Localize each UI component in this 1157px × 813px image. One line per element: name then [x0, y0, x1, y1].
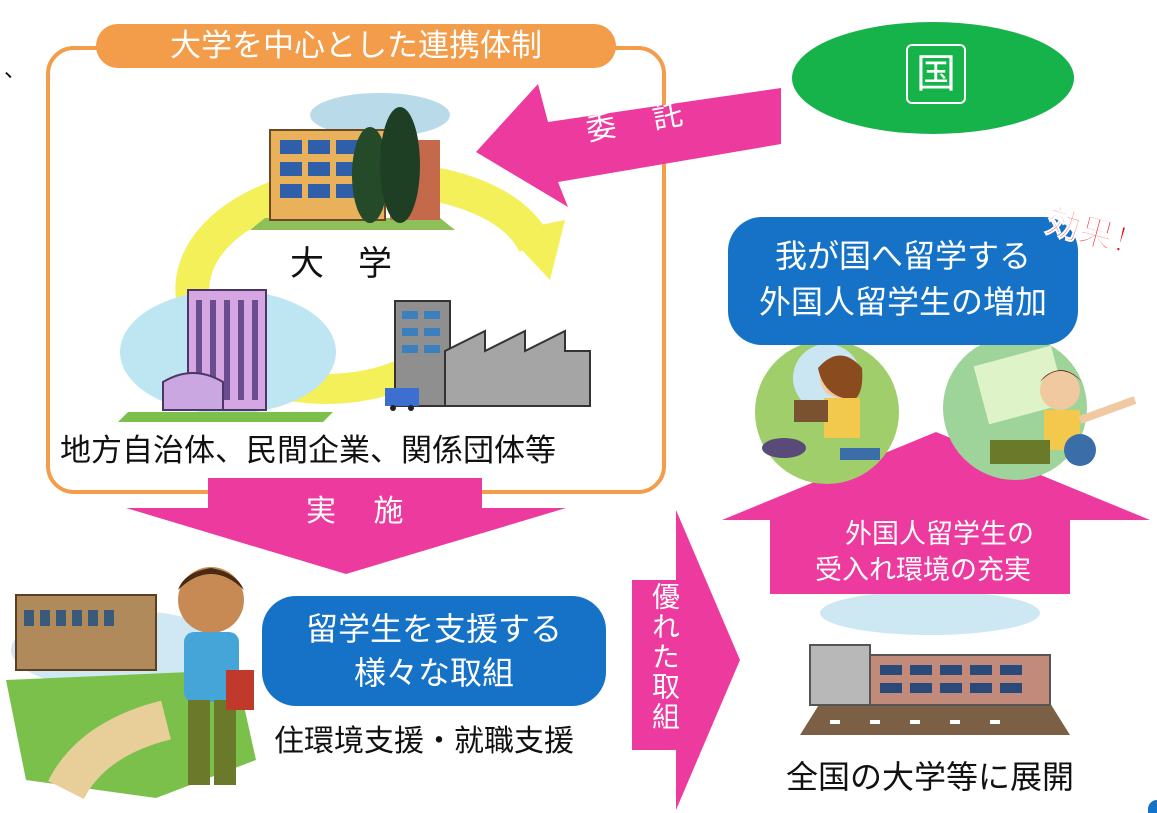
effect-line2: 外国人留学生の増加	[758, 283, 1047, 321]
support-box: 留学生を支援する 様々な取組	[262, 596, 606, 706]
factory-image	[385, 300, 591, 411]
environment-line2: 受入れ環境の充実	[815, 555, 1031, 586]
city-office-image	[118, 289, 336, 422]
student-reading-image	[755, 340, 899, 484]
excellent-label: 優れた取組	[648, 582, 681, 732]
support-line1: 留学生を支援する	[305, 610, 562, 648]
commission-arrow	[476, 84, 781, 207]
effect-box: 我が国へ留学する 外国人留学生の増加	[728, 217, 1078, 345]
corner-fold-icon	[1148, 800, 1157, 813]
student-campus-image	[6, 567, 256, 800]
nationwide-label: 全国の大学等に展開	[786, 758, 1075, 796]
environment-line1: 外国人留学生の	[845, 519, 1034, 550]
university-label: 大 学	[290, 244, 392, 284]
university-building-image	[250, 93, 455, 230]
country-label: 国	[906, 44, 966, 104]
country-ellipse	[792, 22, 1074, 134]
implementation-arrow	[126, 478, 566, 574]
support-line2: 様々な取組	[353, 654, 514, 692]
excellent-arrow	[632, 510, 740, 810]
environment-arrow	[722, 432, 1150, 594]
support-sub-label: 住環境支援・就職支援	[274, 724, 574, 759]
effect-line1: 我が国へ留学する	[774, 237, 1031, 275]
student-jumping-image	[943, 336, 1137, 480]
implementation-label: 実 施	[306, 494, 418, 529]
partners-label: 地方自治体、民間企業、関係団体等	[60, 433, 556, 469]
frame-title: 大学を中心とした連携体制	[96, 24, 616, 68]
corner-mark: 、	[4, 58, 27, 83]
nationwide-university-image	[800, 591, 1070, 735]
